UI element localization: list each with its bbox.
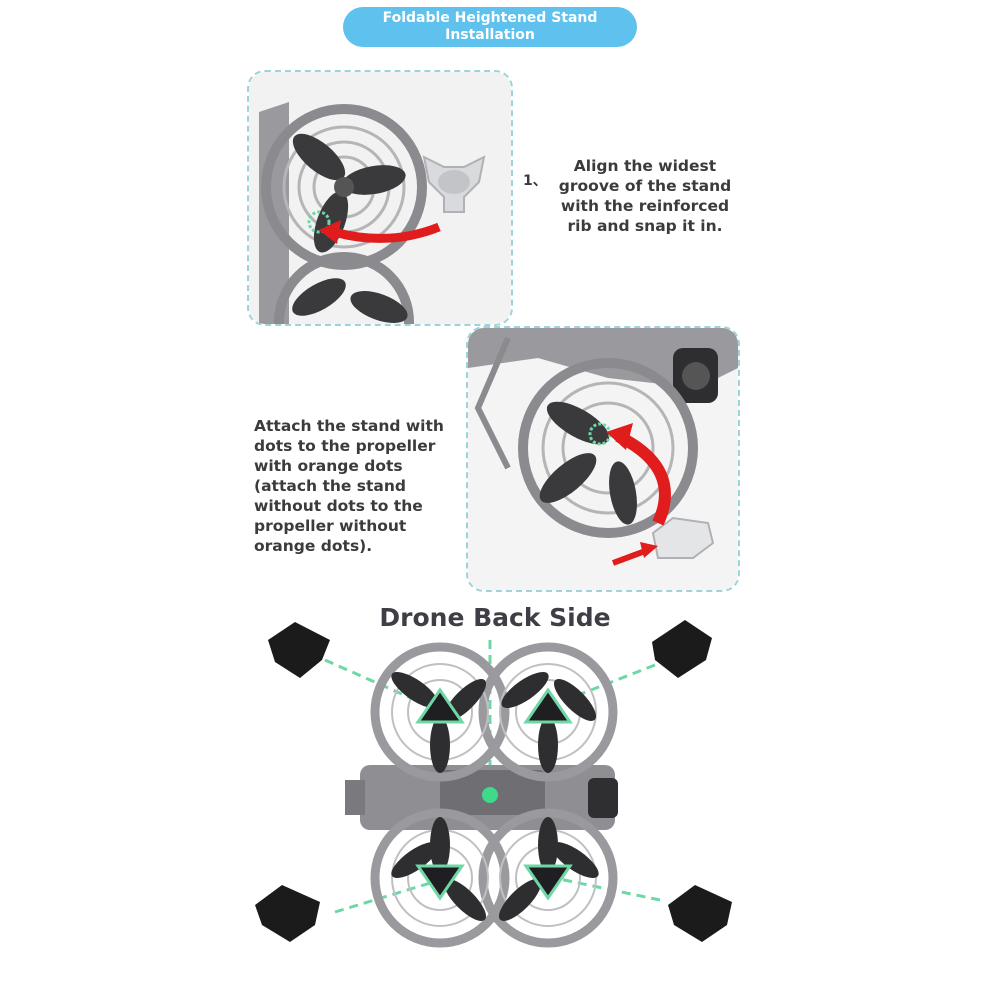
step1-line-1: Align the widest [573,157,717,175]
step2-line-3: with orange dots [254,457,403,475]
camera-icon [588,778,618,818]
step2-line-5: without dots to the [254,497,423,515]
stand-bottom-left [255,885,320,942]
header-line-2: Installation [445,27,535,43]
push-arrow [611,547,650,566]
step2-instructions: Attach the stand with dots to the propel… [254,416,469,556]
header-pill: Foldable Heightened Stand Installation [343,7,637,47]
stand-bottom-right [668,885,732,942]
step1-line-4: rib and snap it in. [567,217,723,235]
drone-fuselage [360,765,615,830]
step2-line-4: (attach the stand [254,477,407,495]
insert-arrow [332,222,441,243]
stand-top-left [268,622,330,678]
diagram-title: Drone Back Side [379,603,611,632]
hub-highlights [415,687,573,901]
stand-top-right [652,620,712,678]
guide-lines [324,640,661,914]
center-dot [482,787,498,803]
propeller-guards [370,642,618,948]
propeller-blades [539,401,637,525]
rib-highlight [307,210,331,234]
step1-instructions: Align the widest groove of the stand wit… [545,156,745,236]
step2-line-6: propeller without [254,517,407,535]
step2-line-2: dots to the propeller [254,437,436,455]
step1-photo-panel [247,70,513,326]
propeller-blades [292,133,406,253]
stand-piece-icon [651,516,715,559]
step1-line-2: groove of the stand [558,177,732,195]
propeller-guard-ring [518,358,698,538]
step2-line-7: orange dots). [254,537,373,555]
propeller-guard-ring [261,104,427,270]
step1-number: 1、 [523,173,547,189]
step2-line-1: Attach the stand with [254,417,444,435]
step1-line-3: with the reinforced [560,197,730,215]
propeller-blades [391,671,599,922]
lift-arrow [615,430,671,526]
stand-piece-icon [422,155,486,213]
step2-photo-panel [466,326,740,592]
step2-illustration [468,328,738,590]
stand-pieces [255,620,732,942]
step1-illustration [249,72,511,324]
drone-body-shape [468,328,738,388]
header-line-1: Foldable Heightened Stand [382,10,598,26]
